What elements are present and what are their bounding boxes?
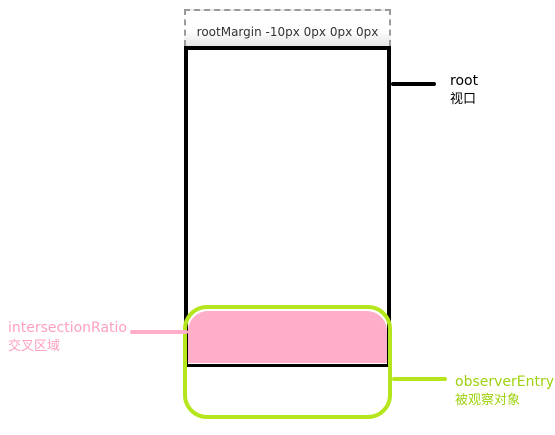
root-leader-line xyxy=(391,82,436,86)
intersection-label-group: intersectionRatio 交叉区域 xyxy=(8,318,127,356)
observer-entry-box xyxy=(183,305,392,419)
root-margin-box: rootMargin -10px 0px 0px 0px xyxy=(184,9,391,46)
intersection-label: intersectionRatio xyxy=(8,320,127,336)
observer-sublabel: 被观察对象 xyxy=(455,393,521,408)
root-viewport-box xyxy=(184,46,391,367)
root-margin-label: rootMargin -10px 0px 0px 0px xyxy=(196,25,379,39)
intersection-leader-line xyxy=(130,330,188,334)
observer-leader-line xyxy=(392,377,447,381)
root-sublabel: 视口 xyxy=(450,92,477,107)
observer-label: observerEntry xyxy=(455,374,555,390)
intersection-sublabel: 交叉区域 xyxy=(8,339,61,354)
root-label-group: root 视口 xyxy=(450,71,478,109)
observer-label-group: observerEntry 被观察对象 xyxy=(455,372,554,410)
intersection-area xyxy=(188,311,387,363)
root-label: root xyxy=(450,73,479,89)
